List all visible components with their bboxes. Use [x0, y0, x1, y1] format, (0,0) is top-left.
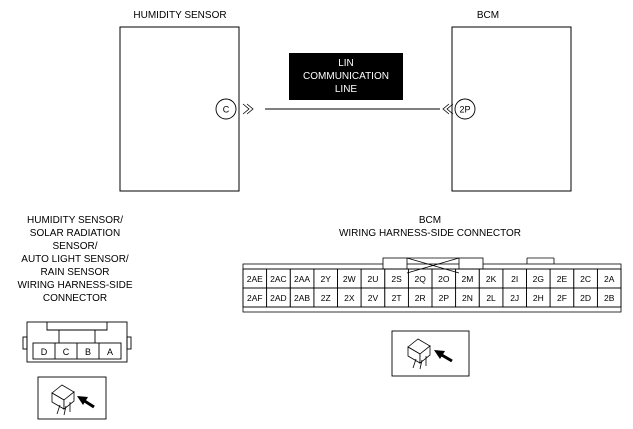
sensor-title-line-1: HUMIDITY SENSOR/	[27, 215, 123, 226]
bcm-harness-side-icon	[391, 330, 470, 377]
bcm-box	[451, 26, 572, 192]
bcm-pin-2af: 2AF	[247, 293, 263, 303]
terminal-2p-circle	[454, 98, 476, 120]
bcm-pin-2ae: 2AE	[247, 274, 263, 284]
bcm-pin-2t: 2T	[392, 293, 402, 303]
bcm-pin-2ab: 2AB	[294, 293, 310, 303]
bcm-pin-2ac: 2AC	[270, 274, 287, 284]
right-connector-symbol	[442, 103, 454, 115]
bcm-pin-2x: 2X	[344, 293, 355, 303]
sensor-pin-d: D	[41, 347, 48, 357]
sensor-title-line-5: RAIN SENSOR	[41, 267, 110, 278]
sensor-title-line-6: WIRING HARNESS-SIDE	[17, 280, 132, 291]
bcm-pin-2l: 2L	[486, 293, 496, 303]
bcm-pin-2z: 2Z	[321, 293, 331, 303]
bcm-pin-2aa: 2AA	[294, 274, 310, 284]
sensor-connector-face	[22, 321, 132, 363]
bcm-pin-2u: 2U	[368, 274, 379, 284]
sensor-title-line-2: SOLAR RADIATION	[30, 228, 120, 239]
bcm-pin-2k: 2K	[486, 274, 497, 284]
humidity-sensor-title: HUMIDITY SENSOR	[133, 10, 226, 21]
bcm-pin-2q: 2Q	[415, 274, 427, 284]
bcm-connector-title-line-2: WIRING HARNESS-SIDE CONNECTOR	[339, 228, 521, 239]
sensor-pin-b: B	[85, 347, 91, 357]
sensor-title-line-7: CONNECTOR	[43, 293, 107, 304]
bcm-pin-2v: 2V	[368, 293, 379, 303]
bcm-title: BCM	[477, 10, 499, 21]
sensor-title-line-3: SENSOR/	[52, 241, 97, 252]
bcm-pin-2j: 2J	[510, 293, 519, 303]
bcm-pin-2f: 2F	[557, 293, 567, 303]
bcm-pin-2h: 2H	[533, 293, 544, 303]
bcm-pin-2s: 2S	[391, 274, 402, 284]
bcm-pin-2p: 2P	[439, 293, 450, 303]
sensor-harness-side-icon	[37, 376, 107, 420]
bcm-connector-pin-grid: 2AE 2AC 2AA 2Y 2W 2U 2S 2Q 2O 2M 2K 2I 2G 2E 2C 2A 2AF 2A…	[242, 268, 622, 308]
bcm-pin-2w: 2W	[343, 274, 356, 284]
bcm-pin-2c: 2C	[580, 274, 591, 284]
humidity-sensor-box	[119, 26, 240, 192]
sensor-title-line-4: AUTO LIGHT SENSOR/	[21, 254, 129, 265]
bcm-pin-2g: 2G	[533, 274, 544, 284]
bcm-pin-2e: 2E	[557, 274, 568, 284]
terminal-c-circle	[215, 98, 237, 120]
bcm-pin-2a: 2A	[604, 274, 615, 284]
bcm-pin-2d: 2D	[580, 293, 591, 303]
bcm-pin-2b: 2B	[604, 293, 615, 303]
lin-line-label-box	[289, 53, 403, 100]
sensor-pin-c: C	[63, 347, 70, 357]
lin-label-line-3: LINE	[335, 84, 358, 95]
bcm-pin-2n: 2N	[462, 293, 473, 303]
sensor-pin-a: A	[107, 347, 113, 357]
bcm-pin-2o: 2O	[438, 274, 450, 284]
bcm-pin-cell	[596, 287, 622, 308]
terminal-2p-label: 2P	[459, 105, 470, 115]
left-connector-symbol	[242, 103, 254, 115]
lin-label-line-2: COMMUNICATION	[303, 71, 389, 82]
bcm-pin-2ad: 2AD	[270, 293, 287, 303]
bcm-pin-2m: 2M	[462, 274, 474, 284]
bcm-connector-title-line-1: BCM	[419, 215, 441, 226]
bcm-pin-2r: 2R	[415, 293, 426, 303]
bcm-pin-2y: 2Y	[320, 274, 331, 284]
terminal-c-label: C	[223, 105, 230, 115]
lin-label-line-1: LIN	[338, 58, 354, 69]
bcm-pin-2i: 2I	[511, 274, 518, 284]
sensor-connector-title: HUMIDITY SENSOR/ SOLAR RADIATION SENSOR/…	[17, 215, 132, 304]
